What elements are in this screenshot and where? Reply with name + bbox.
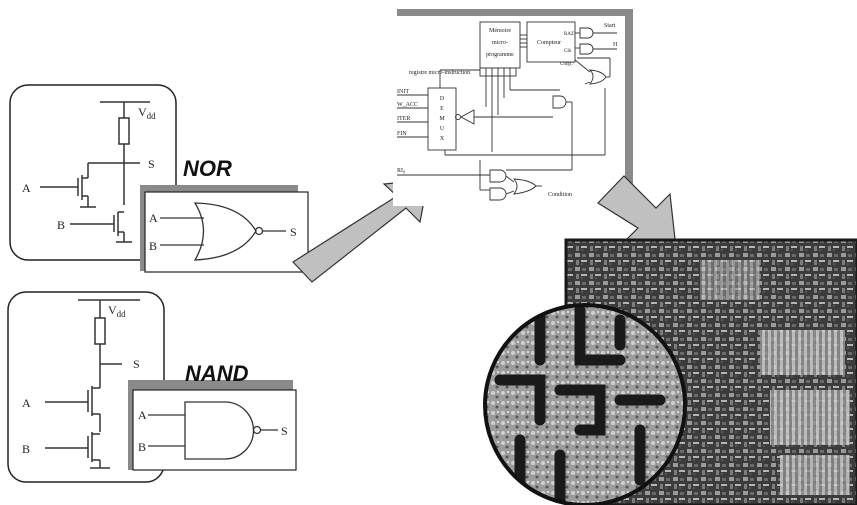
memory-label-line-3: programme (486, 52, 514, 58)
nand-gate-a-label: A (138, 408, 147, 422)
demux-letter-m: M (439, 116, 445, 122)
schematic-shadow-top (397, 9, 633, 17)
demux-letter-e: E (440, 106, 444, 112)
demux-letter-x: X (440, 136, 445, 142)
zoom-magnifier (485, 305, 685, 505)
nor-gate-card (145, 192, 308, 272)
demux-letter-d: D (440, 96, 445, 102)
memory-label-line-1: Mémoire (489, 28, 511, 34)
chrgt-label: Chrgt / (560, 62, 575, 67)
nand-output-s-label: S (133, 357, 140, 371)
nor-input-a-label: A (22, 181, 31, 195)
start-label: Start (604, 23, 616, 29)
input-iter-label: ITER (397, 116, 410, 122)
nor-panel: Vdd S A B A B S NOR (10, 85, 308, 272)
nand-panel: Vdd S A B A B S NAND (8, 292, 296, 482)
input-ri-label: RI0 (397, 168, 405, 175)
condition-label: Condition (548, 192, 572, 198)
input-fin-label: FIN (397, 131, 407, 137)
chip-memory-block-top (760, 330, 845, 375)
h-label: H (613, 42, 618, 48)
chip-memory-block-lower (780, 455, 850, 495)
nand-input-b-label: B (22, 442, 30, 456)
nor-output-s-label: S (148, 157, 155, 171)
chip-logic-block (700, 260, 760, 300)
schematic-panel: Mémoire micro- programme Compteur RAZ Cl… (393, 9, 633, 206)
nand-gate-b-label: B (138, 440, 146, 454)
nand-input-a-label: A (22, 396, 31, 410)
nor-gate-s-label: S (290, 225, 297, 239)
register-label: registre micro-instruction (409, 70, 470, 76)
nor-gate-b-label: B (149, 239, 157, 253)
nand-gate-s-label: S (281, 424, 288, 438)
input-init-label: INIT (397, 89, 409, 95)
memory-label-line-2: micro- (492, 40, 508, 46)
nor-gate-a-label: A (149, 211, 158, 225)
nor-input-b-label: B (57, 218, 65, 232)
counter-label: Compteur (537, 40, 561, 46)
clk-label: Clk (564, 49, 572, 54)
raz-label: RAZ (564, 32, 574, 37)
input-w-acc-label: W_ACC (397, 102, 418, 108)
nor-title: NOR (183, 156, 232, 181)
nand-title: NAND (185, 361, 249, 386)
schematic-shadow-right (625, 9, 633, 191)
chip-memory-block-bottom (770, 390, 850, 445)
demux-letter-u: U (440, 126, 445, 132)
